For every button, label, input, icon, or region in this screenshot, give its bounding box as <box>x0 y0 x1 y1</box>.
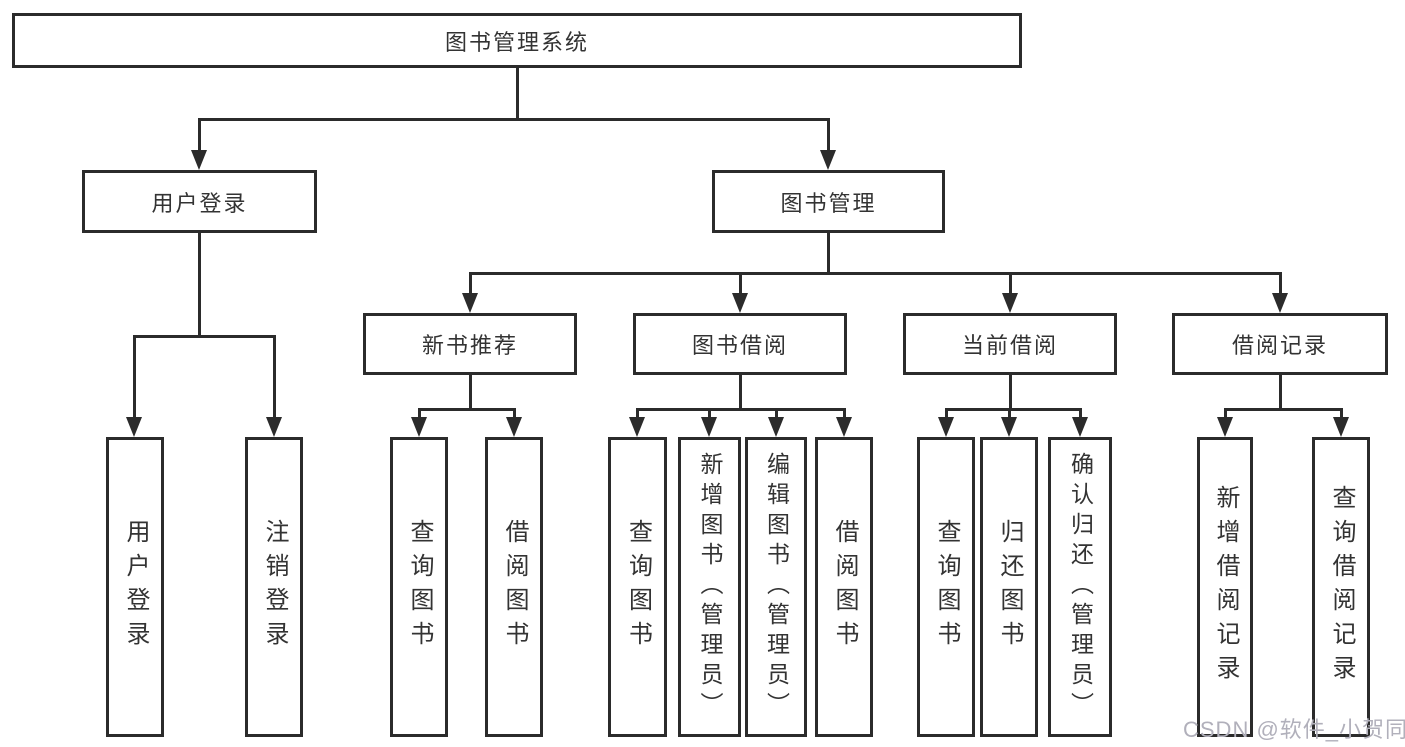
connector-line <box>1278 375 1282 408</box>
connector-line <box>774 408 778 420</box>
connector-line <box>1078 408 1082 420</box>
node-book-management: 图书管理 <box>712 170 945 233</box>
connector-line <box>468 272 1282 275</box>
leaf-borrow-books-recommendation: 借阅图书 <box>485 437 543 737</box>
connector-line <box>635 408 639 420</box>
connector-line <box>468 375 472 408</box>
connector-line <box>512 408 516 420</box>
leaf-return-books: 归还图书 <box>980 437 1038 737</box>
arrowhead-icon <box>1002 293 1018 313</box>
arrowhead-icon <box>126 417 142 437</box>
node-label: 当前借阅 <box>961 333 1058 358</box>
arrowhead-icon <box>732 293 748 313</box>
connector-line <box>635 408 846 411</box>
node-label: 编辑图书（管理员） <box>763 452 790 722</box>
connector-line <box>944 408 1082 411</box>
connector-line <box>197 233 201 335</box>
arrowhead-icon <box>1272 293 1288 313</box>
node-label: 用户登录 <box>122 519 149 655</box>
connector-line <box>197 118 830 121</box>
connector-line <box>468 272 472 295</box>
leaf-query-books-current: 查询图书 <box>917 437 975 737</box>
leaf-query-books-recommendation: 查询图书 <box>390 437 448 737</box>
connector-line <box>944 408 948 420</box>
node-borrowing-records: 借阅记录 <box>1172 313 1388 375</box>
arrowhead-icon <box>266 417 282 437</box>
node-current-borrowing: 当前借阅 <box>903 313 1117 375</box>
arrowhead-icon <box>506 417 522 437</box>
connector-line <box>132 335 276 338</box>
arrowhead-icon <box>1072 417 1088 437</box>
node-label: 归还图书 <box>996 519 1023 655</box>
leaf-query-books-borrowing: 查询图书 <box>608 437 667 737</box>
arrowhead-icon <box>1001 417 1017 437</box>
connector-line <box>417 408 421 420</box>
arrowhead-icon <box>462 293 478 313</box>
node-label: 查询图书 <box>624 519 652 655</box>
arrowhead-icon <box>191 150 207 170</box>
node-label: 借阅图书 <box>501 519 528 655</box>
leaf-logout: 注销登录 <box>245 437 303 737</box>
connector-line <box>197 118 201 152</box>
node-label: 新增借阅记录 <box>1212 485 1239 689</box>
arrowhead-icon <box>629 417 645 437</box>
connector-line <box>1223 408 1343 411</box>
node-new-book-recommendation: 新书推荐 <box>363 313 577 375</box>
node-library-management-system: 图书管理系统 <box>12 13 1022 68</box>
node-label: 借阅图书 <box>831 519 858 655</box>
node-user-login: 用户登录 <box>82 170 317 233</box>
node-label: 图书管理 <box>780 190 877 216</box>
node-label: 确认归还（管理员） <box>1067 452 1094 722</box>
node-label: 图书管理系统 <box>444 29 589 55</box>
connector-line <box>1008 375 1012 408</box>
connector-line <box>1278 272 1282 295</box>
connector-line <box>1008 272 1012 295</box>
connector-line <box>1223 408 1227 420</box>
arrowhead-icon <box>1217 417 1233 437</box>
arrowhead-icon <box>701 417 717 437</box>
node-label: 借阅记录 <box>1231 333 1328 358</box>
arrowhead-icon <box>1333 417 1349 437</box>
arrowhead-icon <box>411 417 427 437</box>
connector-line <box>738 375 742 408</box>
node-label: 查询借阅记录 <box>1328 485 1355 689</box>
connector-line <box>842 408 846 420</box>
node-label: 注销登录 <box>261 519 288 655</box>
arrowhead-icon <box>836 417 852 437</box>
node-label: 查询图书 <box>406 519 433 655</box>
leaf-borrow-books: 借阅图书 <box>815 437 873 737</box>
node-label: 用户登录 <box>151 190 248 216</box>
connector-line <box>515 66 519 118</box>
connector-line <box>826 118 830 152</box>
connector-line <box>826 233 830 272</box>
arrowhead-icon <box>820 150 836 170</box>
node-label: 图书借阅 <box>691 333 788 358</box>
arrowhead-icon <box>938 417 954 437</box>
leaf-add-borrowing-record: 新增借阅记录 <box>1197 437 1253 737</box>
arrowhead-icon <box>768 417 784 437</box>
connector-line <box>1339 408 1343 420</box>
connector-line <box>1007 408 1011 420</box>
leaf-query-borrowing-record: 查询借阅记录 <box>1312 437 1370 737</box>
connector-line <box>738 272 742 295</box>
node-label: 查询图书 <box>933 519 960 655</box>
leaf-user-login: 用户登录 <box>106 437 164 737</box>
connector-line <box>272 335 276 419</box>
node-label: 新增图书（管理员） <box>697 452 723 722</box>
leaf-edit-books-admin: 编辑图书（管理员） <box>745 437 807 737</box>
csdn-watermark: CSDN @软件_小贺同学 <box>1183 717 1405 742</box>
node-label: 新书推荐 <box>421 333 518 358</box>
connector-line <box>417 408 516 411</box>
leaf-add-books-admin: 新增图书（管理员） <box>678 437 741 737</box>
node-book-borrowing: 图书借阅 <box>633 313 847 375</box>
connector-line <box>132 335 136 419</box>
connector-line <box>707 408 711 420</box>
leaf-confirm-return-admin: 确认归还（管理员） <box>1048 437 1112 737</box>
